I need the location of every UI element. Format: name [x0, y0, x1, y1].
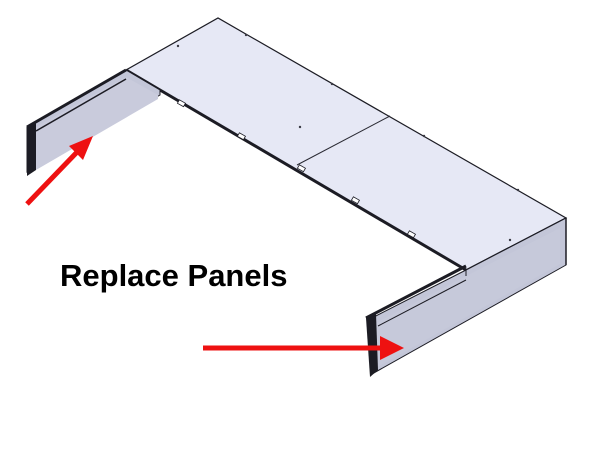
caption-text: Replace Panels [60, 258, 288, 293]
red-arrow-left [25, 136, 93, 206]
left-side-panel [26, 68, 161, 176]
red-arrow-right [203, 336, 404, 360]
top-cover-panel [124, 17, 568, 271]
screw-dots [176, 33, 520, 242]
right-side-panel [365, 217, 567, 377]
fastener-tabs [176, 99, 417, 239]
top-cover-seam [296, 115, 391, 166]
